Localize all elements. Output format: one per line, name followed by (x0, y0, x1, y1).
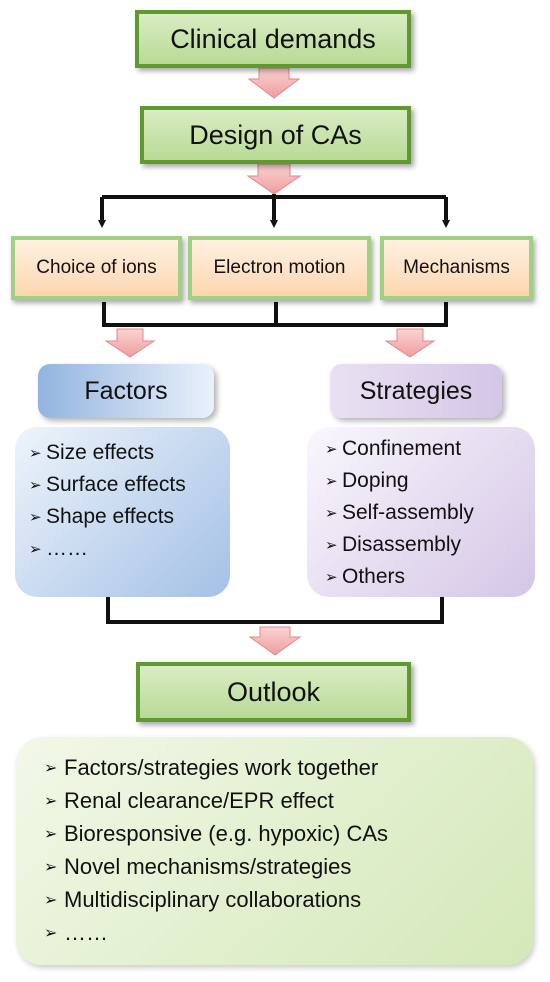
arrowhead-bullet-icon: ➢ (325, 441, 338, 458)
list-item-text: Doping (342, 469, 409, 492)
pink-down-arrow-icon (248, 626, 302, 656)
list-item-text: Disassembly (342, 533, 462, 556)
strategies-list: ➢Confinement ➢Doping ➢Self-assembly ➢Dis… (325, 433, 535, 593)
pink-down-arrow-icon (247, 67, 301, 99)
arrowhead-bullet-icon: ➢ (29, 541, 42, 558)
list-item-text: Surface effects (46, 473, 186, 496)
outlook-list: ➢ Factors/strategies work together ➢ Renal… (44, 751, 533, 949)
pink-down-arrow-icon (104, 328, 156, 358)
outlook-box: Outlook (136, 662, 411, 722)
list-item-text: Others (342, 565, 406, 588)
strategies-header: Strategies (330, 364, 502, 418)
design-of-cas-box: Design of CAs (140, 106, 411, 164)
electron-motion-box: Electron motion (188, 236, 371, 300)
factors-header: Factors (38, 364, 214, 418)
list-item-text: Novel mechanisms/strategies (64, 853, 352, 879)
list-item: ➢ Multidisciplinary collaborations (44, 883, 533, 916)
list-item-text: Multidisciplinary collaborations (64, 886, 362, 912)
clinical-demands-box: Clinical demands (135, 10, 411, 68)
list-item: ➢Size effects (29, 437, 230, 469)
list-item-text: Size effects (46, 441, 155, 464)
arrowhead-bullet-icon: ➢ (325, 537, 338, 554)
arrowhead-bullet-icon: ➢ (325, 505, 338, 522)
list-item: ➢ Renal clearance/EPR effect (44, 784, 533, 817)
merge-connector (102, 302, 448, 327)
strategies-panel: ➢Confinement ➢Doping ➢Self-assembly ➢Dis… (307, 427, 535, 597)
list-item: ➢Self-assembly (325, 497, 535, 529)
electron-motion-label: Electron motion (213, 257, 346, 278)
clinical-demands-label: Clinical demands (170, 23, 376, 54)
branch-connector (98, 194, 450, 228)
factors-panel: ➢Size effects ➢Surface effects ➢Shape ef… (15, 427, 230, 597)
arrowhead-bullet-icon: ➢ (29, 445, 42, 462)
list-item-text: Confinement (342, 437, 462, 460)
list-item: ➢Shape effects (29, 501, 230, 533)
outlook-label: Outlook (226, 676, 321, 707)
list-item: ➢Doping (325, 465, 535, 497)
arrowhead-bullet-icon: ➢ (29, 477, 42, 494)
pink-down-arrow-icon (384, 328, 436, 358)
list-item-text: …… (46, 537, 88, 560)
list-item: ➢ Factors/strategies work together (44, 751, 533, 784)
outlook-panel: ➢ Factors/strategies work together ➢ Renal… (16, 737, 533, 965)
arrowhead-bullet-icon: ➢ (44, 924, 58, 942)
list-item-text: Renal clearance/EPR effect (64, 787, 334, 813)
choice-of-ions-label: Choice of ions (36, 257, 157, 278)
list-item-text: Self-assembly (342, 501, 474, 524)
outlook-merge-connector (106, 597, 444, 624)
arrowhead-bullet-icon: ➢ (325, 473, 338, 490)
arrowhead-bullet-icon: ➢ (44, 792, 58, 810)
list-item: ➢Disassembly (325, 529, 535, 561)
design-of-cas-label: Design of CAs (189, 119, 362, 150)
pink-down-arrow-icon (246, 163, 302, 195)
list-item-text: Factors/strategies work together (64, 754, 379, 780)
list-item-text: …… (64, 919, 108, 945)
list-item: ➢Others (325, 561, 535, 593)
list-item: ➢Surface effects (29, 469, 230, 501)
mechanisms-label: Mechanisms (403, 257, 510, 278)
arrowhead-bullet-icon: ➢ (44, 858, 58, 876)
list-item: ➢ Novel mechanisms/strategies (44, 850, 533, 883)
mechanisms-box: Mechanisms (380, 236, 533, 300)
factors-label: Factors (84, 376, 168, 405)
list-item: ➢Confinement (325, 433, 535, 465)
list-item: ➢ …… (44, 916, 533, 949)
arrowhead-bullet-icon: ➢ (44, 825, 58, 843)
arrowhead-bullet-icon: ➢ (44, 891, 58, 909)
choice-of-ions-box: Choice of ions (11, 236, 182, 300)
list-item: ➢ Bioresponsive (e.g. hypoxic) CAs (44, 817, 533, 850)
strategies-label: Strategies (359, 376, 473, 405)
arrowhead-bullet-icon: ➢ (325, 569, 338, 586)
list-item-text: Shape effects (46, 505, 175, 528)
factors-list: ➢Size effects ➢Surface effects ➢Shape ef… (29, 437, 230, 565)
arrowhead-bullet-icon: ➢ (44, 759, 58, 777)
list-item-text: Bioresponsive (e.g. hypoxic) CAs (64, 820, 389, 846)
list-item: ➢…… (29, 533, 230, 565)
arrowhead-bullet-icon: ➢ (29, 509, 42, 526)
